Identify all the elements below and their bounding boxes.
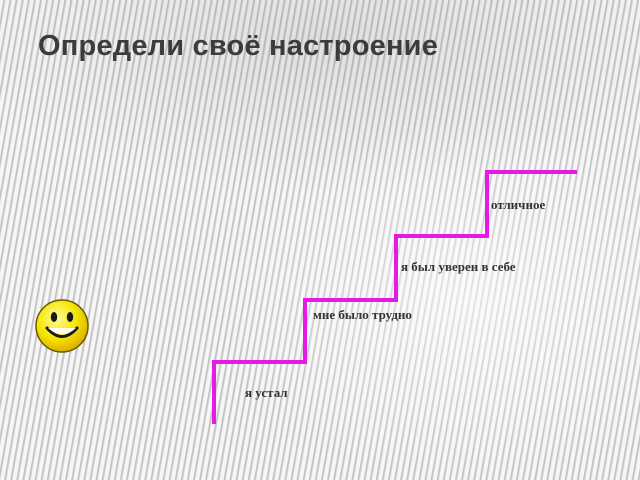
step-label-excellent: отличное <box>491 197 546 212</box>
smiley-face-icon <box>35 299 89 353</box>
slide-title: Определи своё настроение <box>38 30 439 62</box>
step-label-difficult: мне было трудно <box>313 307 412 322</box>
step-label-confident: я был уверен в себе <box>401 259 516 274</box>
step-label-tired: я устал <box>245 385 288 400</box>
staircase-line <box>212 170 577 424</box>
